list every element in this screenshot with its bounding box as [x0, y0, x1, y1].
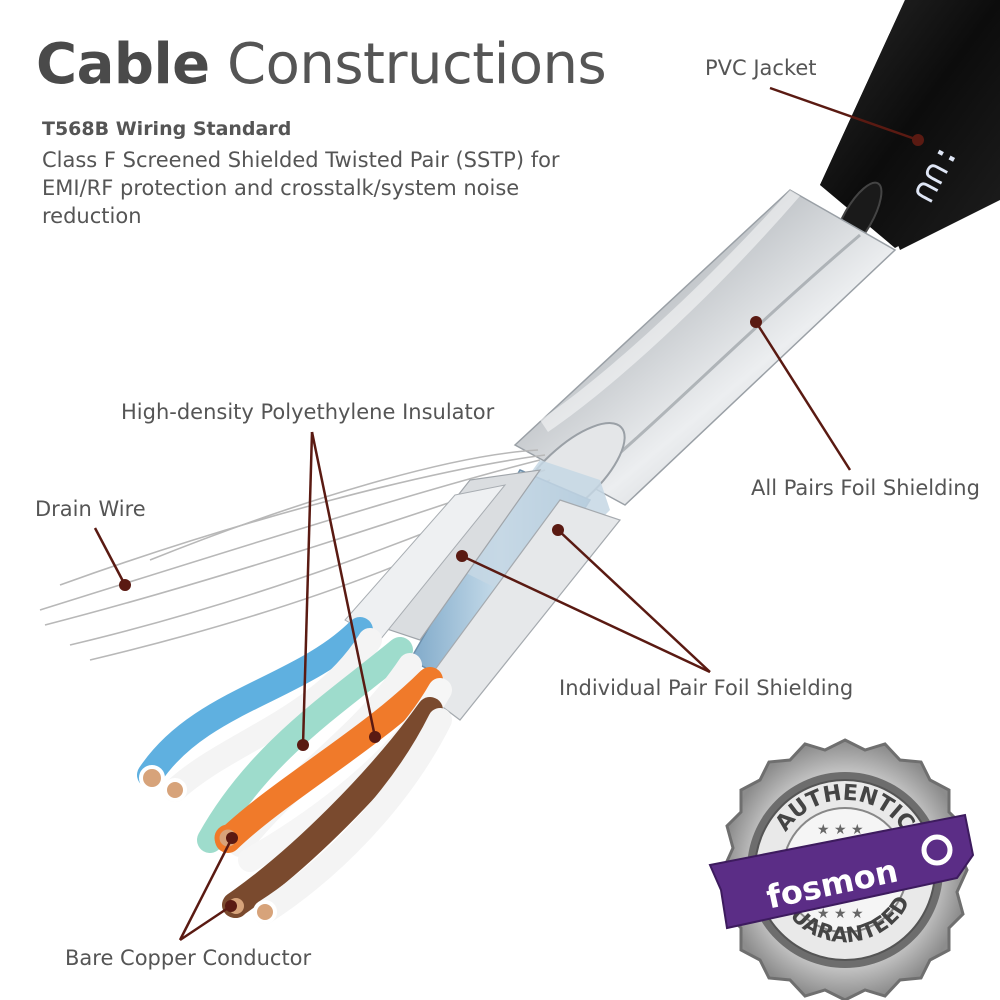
pvc-jacket: ∩∩: — [820, 0, 1000, 255]
label-insulator: High-density Polyethylene Insulator — [121, 400, 495, 424]
label-all-pairs-foil: All Pairs Foil Shielding — [751, 476, 980, 500]
subtitle: T568B Wiring Standard — [42, 118, 292, 140]
page-title: Cable Constructions — [36, 32, 607, 97]
blue-pair — [137, 617, 382, 802]
pair-foils — [344, 460, 622, 721]
label-copper-conductor: Bare Copper Conductor — [65, 946, 312, 970]
leader-dots — [119, 134, 924, 912]
brown-pair — [222, 697, 452, 924]
brand-logo-icon — [921, 834, 953, 866]
authentic-seal: AUTHENTIC GUARANTEED ★ ★ ★ ★ ★ ★ fosmon — [708, 738, 975, 1000]
leader-lines — [93, 86, 919, 942]
seal-ribbon — [708, 813, 975, 930]
svg-text:★ ★ ★: ★ ★ ★ — [817, 906, 864, 922]
label-pvc-jacket: PVC Jacket — [705, 56, 817, 80]
description: Class F Screened Shielded Twisted Pair (… — [42, 148, 560, 228]
label-individual-pair-foil: Individual Pair Foil Shielding — [559, 676, 854, 700]
label-drain-wire: Drain Wire — [35, 497, 146, 521]
svg-text:★ ★ ★: ★ ★ ★ — [817, 822, 864, 838]
